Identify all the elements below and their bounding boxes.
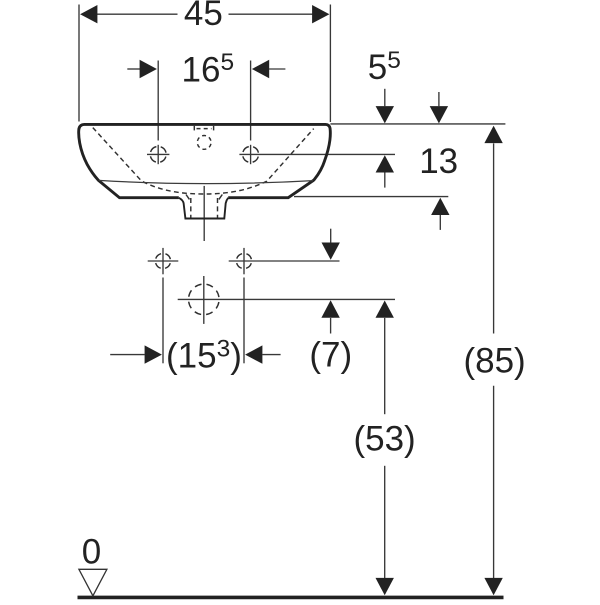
svg-text:(53): (53) <box>353 419 415 458</box>
svg-text:0: 0 <box>82 532 101 571</box>
svg-text:(153): (153) <box>166 335 242 375</box>
svg-text:13: 13 <box>419 142 458 181</box>
svg-text:(85): (85) <box>463 341 525 380</box>
svg-text:45: 45 <box>184 0 223 33</box>
svg-text:(7): (7) <box>309 336 352 375</box>
